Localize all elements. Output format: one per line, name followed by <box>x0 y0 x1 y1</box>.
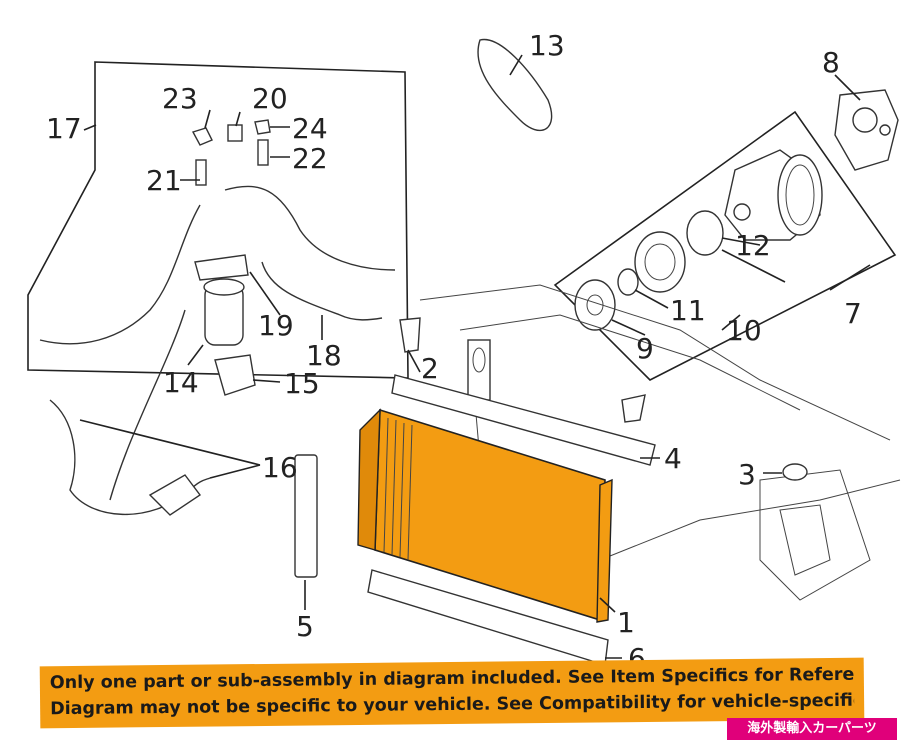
callout-14: 14 <box>163 366 199 399</box>
callout-19: 19 <box>258 309 294 342</box>
callout-17: 17 <box>46 112 82 145</box>
leader-lines <box>79 54 871 659</box>
callout-21: 21 <box>146 164 182 197</box>
callout-9: 9 <box>636 332 654 365</box>
callout-labels: 1 2 3 4 5 6 7 8 9 10 11 12 13 14 15 16 1… <box>46 29 862 675</box>
callout-12: 12 <box>735 229 771 262</box>
belt-13 <box>477 38 553 131</box>
group-7-outline <box>553 110 897 381</box>
callout-10: 10 <box>726 314 762 347</box>
clutch-9 <box>574 279 616 331</box>
callout-24: 24 <box>292 112 328 145</box>
shop-badge: 海外製輸入カーパーツ <box>727 718 897 740</box>
condenser-1 <box>357 408 613 623</box>
callout-3: 3 <box>738 458 756 491</box>
seal-5 <box>294 454 318 578</box>
radiator-support <box>419 284 901 601</box>
callout-4: 4 <box>664 442 682 475</box>
callout-22: 22 <box>292 142 328 175</box>
hose-18 <box>261 261 383 321</box>
callout-7: 7 <box>844 297 862 330</box>
callout-23: 23 <box>162 82 198 115</box>
callout-13: 13 <box>529 29 565 62</box>
callout-20: 20 <box>252 82 288 115</box>
callout-18: 18 <box>306 339 342 372</box>
bearing-11 <box>617 268 639 296</box>
compressor-assembly <box>574 149 823 331</box>
callout-15: 15 <box>284 367 320 400</box>
seal-4 <box>391 374 656 466</box>
bracket-8 <box>834 89 899 171</box>
callout-2: 2 <box>421 352 439 385</box>
callout-5: 5 <box>296 610 314 643</box>
callout-11: 11 <box>670 294 706 327</box>
clip-2 <box>399 317 421 353</box>
callout-16: 16 <box>262 451 298 484</box>
accumulator-14 <box>194 254 249 346</box>
bracket-15 <box>214 354 256 396</box>
callout-1: 1 <box>617 606 635 639</box>
hoses-group-17 <box>39 119 396 345</box>
callout-8: 8 <box>822 46 840 79</box>
pulley-10 <box>634 231 686 293</box>
group-17-outline <box>27 61 409 379</box>
coil-12 <box>686 210 724 256</box>
grommet-3 <box>782 463 808 481</box>
